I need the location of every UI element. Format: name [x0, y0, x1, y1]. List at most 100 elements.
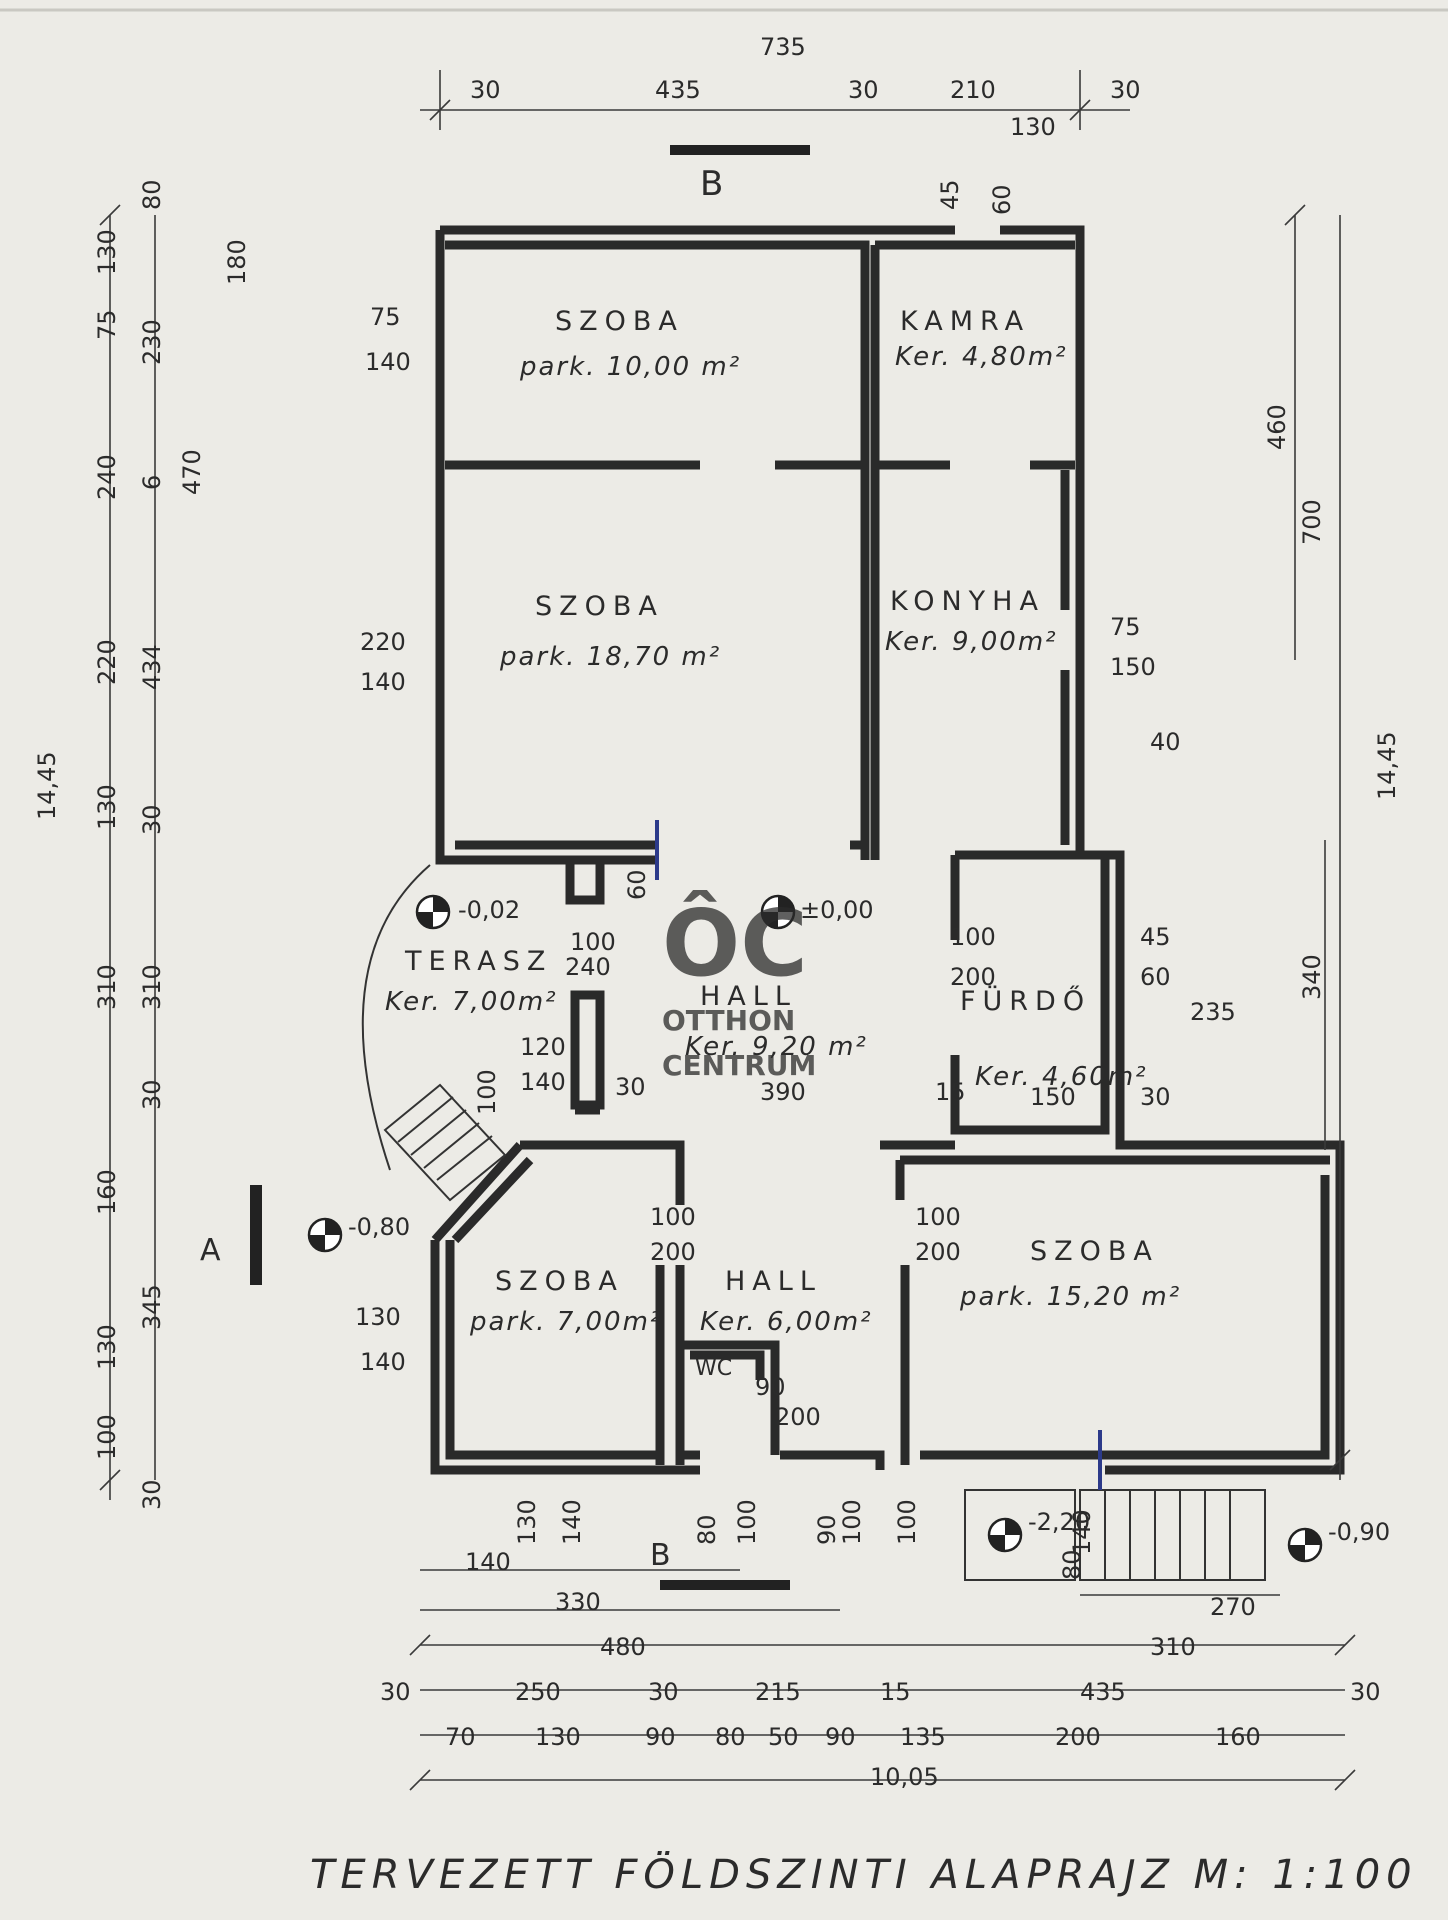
dim-door: 140 [520, 1068, 566, 1096]
dim-bottom-row-1: 435 [1080, 1678, 1126, 1706]
dim-door: 200 [915, 1238, 961, 1266]
walls [430, 225, 1345, 1475]
dim-left-b-extra: 180 [223, 239, 251, 285]
dim-door: 100 [650, 1203, 696, 1231]
dim-left-a: 100 [93, 1414, 121, 1460]
dim-bottom-row-2: 135 [900, 1723, 946, 1751]
dim-left-b: 434 [138, 644, 166, 690]
room-name-szoba-2: SZOBA [535, 591, 664, 622]
dim-left-a: 310 [93, 964, 121, 1010]
room-name-wc: WC [695, 1356, 732, 1381]
dimension-texts: 735 30 435 30 210 30 130 45 60 14,45 80 … [33, 33, 1401, 1791]
dim-door: 200 [950, 963, 996, 991]
dim-left-a: 30 [138, 1479, 166, 1510]
dim-door: 100 [570, 928, 616, 956]
otthon-centrum-logo: ÔC OTTHON CENTRUM [662, 888, 816, 1082]
dim-window: 140 [360, 1348, 406, 1376]
dim-misc: 60 [623, 869, 651, 900]
dim-door: 90 [755, 1373, 786, 1401]
room-name-terasz: TERASZ [404, 946, 552, 977]
level-marker-entry: -0,80 [307, 1213, 410, 1253]
level-marker-stair: -2,20 [987, 1508, 1090, 1553]
dim-window: 140 [365, 348, 411, 376]
dim-bottom-row-1: 30 [648, 1678, 679, 1706]
dim-misc: 130 [513, 1499, 541, 1545]
dim-misc: 150 [1030, 1083, 1076, 1111]
room-area-furdo: Ker. 4,60m² [975, 1062, 1148, 1092]
level-value-terasz: -0,02 [458, 896, 520, 924]
dim-bottom-330: 330 [555, 1588, 601, 1616]
room-area-szoba-1: park. 10,00 m² [519, 352, 741, 382]
dim-bottom-140: 140 [465, 1548, 511, 1576]
level-marker-hall: ±0,00 [760, 894, 874, 930]
room-name-konyha: KONYHA [890, 586, 1045, 617]
dim-bottom-row-1: 30 [380, 1678, 411, 1706]
dim-right-c: 340 [1298, 954, 1326, 1000]
level-value-hall: ±0,00 [800, 896, 874, 924]
dim-bottom-row-1: 30 [1350, 1678, 1381, 1706]
dim-left-b: 310 [138, 964, 166, 1010]
logo-line-1: OTTHON [662, 1004, 795, 1037]
room-name-szoba-3: SZOBA [495, 1266, 624, 1297]
drawing-title: TERVEZETT FÖLDSZINTI ALAPRAJZ M: 1:100 [310, 1850, 1418, 1898]
dim-door: 200 [650, 1238, 696, 1266]
dim-bottom-row-2: 130 [535, 1723, 581, 1751]
logo-mark: ÔC [662, 888, 808, 997]
dim-misc: 30 [1140, 1083, 1171, 1111]
dim-left-a: 240 [93, 454, 121, 500]
dim-door: 120 [520, 1033, 566, 1061]
dim-top-row: 30 [1110, 76, 1141, 104]
dim-top-row: 30 [848, 76, 879, 104]
dim-door-top: 60 [988, 184, 1016, 215]
dim-left-b: 30 [138, 1079, 166, 1110]
dim-right-a: 460 [1263, 404, 1291, 450]
dim-misc: 80 [1058, 1549, 1086, 1580]
dim-bottom-right: 310 [1150, 1633, 1196, 1661]
dim-right-b: 700 [1298, 499, 1326, 545]
dimension-ticks [99, 99, 1356, 1791]
dim-bottom-row-2: 50 [768, 1723, 799, 1751]
room-labels: SZOBA park. 10,00 m² KAMRA Ker. 4,80m² S… [385, 306, 1179, 1381]
dim-left-a: 75 [93, 309, 121, 340]
dim-door: 240 [565, 953, 611, 981]
dim-left-b: 30 [138, 804, 166, 835]
dim-misc: 100 [838, 1499, 866, 1545]
dim-left-outer: 14,45 [33, 751, 61, 820]
dim-left-a: 130 [93, 1324, 121, 1370]
room-area-konyha: Ker. 9,00m² [885, 627, 1058, 657]
dim-door: 100 [915, 1203, 961, 1231]
dim-misc: 100 [473, 1069, 501, 1115]
dim-left-b: 6 [138, 475, 166, 490]
dim-bottom-480: 480 [600, 1633, 646, 1661]
section-marks: A B B [200, 145, 810, 1590]
dim-door: 100 [950, 923, 996, 951]
dimension-lines [109, 70, 1345, 1781]
room-area-szoba-2: park. 18,70 m² [499, 642, 721, 672]
dim-misc: 100 [733, 1499, 761, 1545]
dim-top-row: 435 [655, 76, 701, 104]
level-value-entry: -0,80 [348, 1213, 410, 1241]
dim-window: 75 [370, 303, 401, 331]
dim-misc: 30 [615, 1073, 646, 1101]
dim-bottom-row-2: 90 [825, 1723, 856, 1751]
dim-window: 140 [360, 668, 406, 696]
dim-window: 60 [1140, 963, 1171, 991]
dim-window: 75 [1110, 613, 1141, 641]
dim-window: 150 [1110, 653, 1156, 681]
dim-misc: 390 [760, 1078, 806, 1106]
dim-top-total: 735 [760, 33, 806, 61]
room-name-hall-1: HALL [700, 981, 797, 1012]
dim-bottom-row-2: 70 [445, 1723, 476, 1751]
dim-bottom-row-1: 15 [880, 1678, 911, 1706]
entry-stairs [383, 1083, 507, 1202]
dim-misc: 100 [893, 1499, 921, 1545]
level-markers: -0,02 ±0,00 -0,80 -2,20 -0,90 [307, 894, 1390, 1563]
dim-left-b: 230 [138, 319, 166, 365]
dim-bottom-row-2: 200 [1055, 1723, 1101, 1751]
dim-window: 220 [360, 628, 406, 656]
level-value-outer: -0,90 [1328, 1518, 1390, 1546]
section-mark-b-bottom: B [650, 1538, 671, 1573]
room-area-hall-1: Ker. 9,20 m² [685, 1032, 868, 1062]
dim-misc: 40 [1150, 728, 1181, 756]
dim-bottom-row-2: 160 [1215, 1723, 1261, 1751]
